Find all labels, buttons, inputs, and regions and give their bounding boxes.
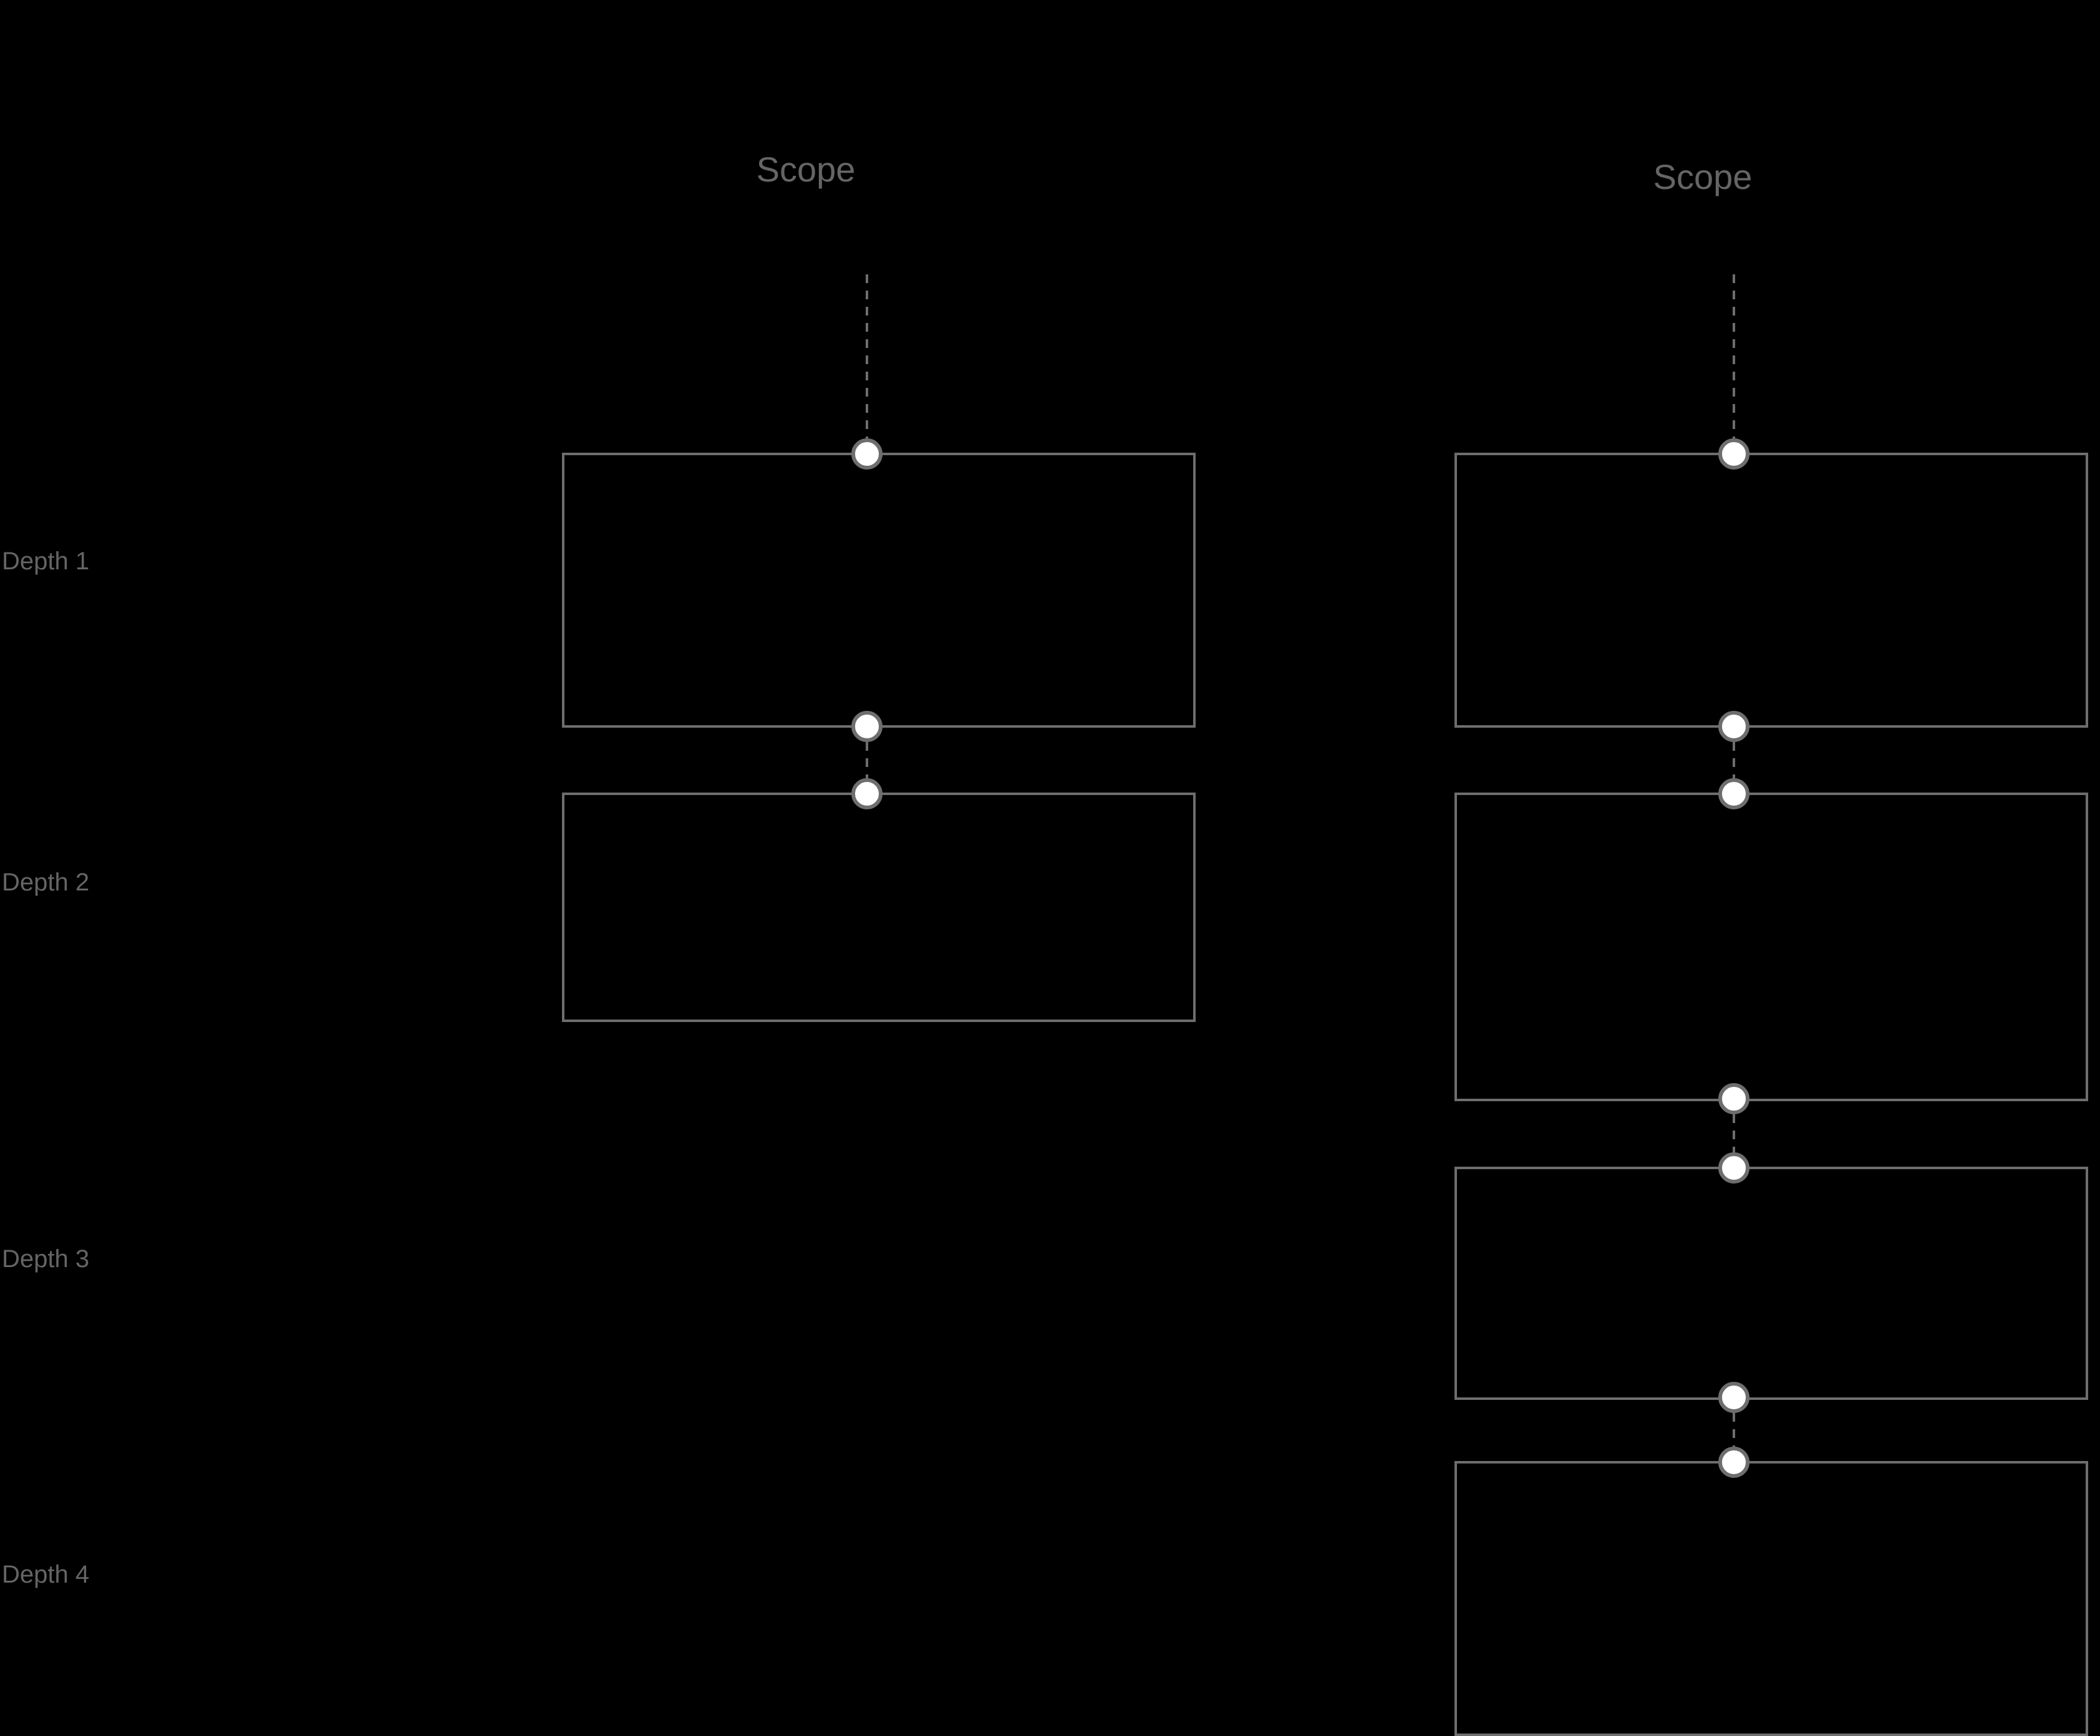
connector-dot: [1718, 1447, 1749, 1478]
scope-box-right-depth-2: [1454, 793, 2088, 1101]
connector-dashed-line: [866, 742, 868, 778]
scope-label-right: Scope: [1653, 157, 1753, 196]
scope-box-left-depth-1: [562, 453, 1196, 728]
connector-dot: [1718, 711, 1749, 742]
connector-dot: [1718, 1152, 1749, 1184]
connector-dot: [1718, 438, 1749, 470]
scope-label-left: Scope: [756, 150, 856, 189]
scope-box-right-depth-3: [1454, 1167, 2088, 1400]
connector-dashed-line: [1733, 1114, 1735, 1152]
connector-dot: [851, 438, 883, 470]
connector-dot: [1718, 1382, 1749, 1413]
connector-dot: [1718, 778, 1749, 809]
connector-dashed-line: [1733, 274, 1735, 438]
connector-dot: [851, 711, 883, 742]
connector-dashed-line: [866, 274, 868, 438]
connector-dashed-line: [1733, 1413, 1735, 1447]
scope-box-right-depth-4: [1454, 1461, 2088, 1736]
connector-dot: [1718, 1083, 1749, 1114]
depth-label-3: Depth 3: [2, 1245, 90, 1273]
scope-box-right-depth-1: [1454, 453, 2088, 728]
depth-label-2: Depth 2: [2, 869, 90, 896]
scope-box-left-depth-2: [562, 793, 1196, 1022]
connector-dot: [851, 778, 883, 809]
depth-label-1: Depth 1: [2, 547, 90, 575]
connector-dashed-line: [1733, 742, 1735, 778]
depth-label-4: Depth 4: [2, 1561, 90, 1588]
